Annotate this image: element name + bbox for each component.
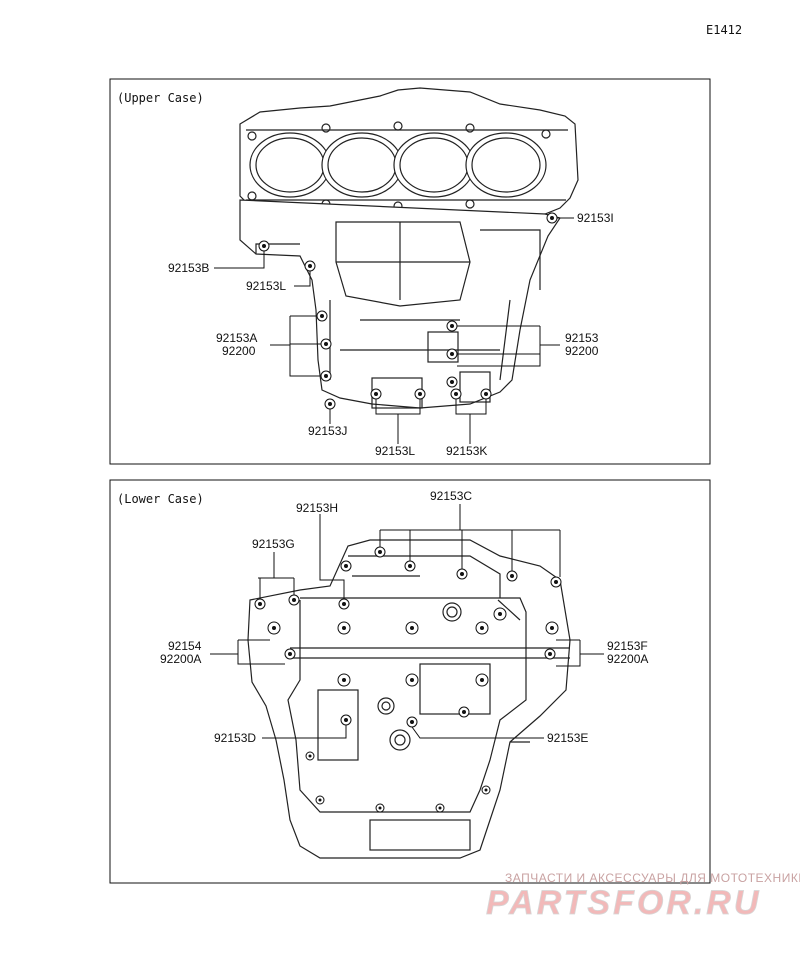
label-92153L-upper-left: 92153L xyxy=(246,279,286,293)
label-92153C: 92153C xyxy=(430,489,472,503)
watermark: ЗАПЧАСТИ И АКСЕССУАРЫ ДЛЯ МОТОТЕХНИКИ PA… xyxy=(486,871,800,922)
lower-leader-lines xyxy=(210,504,604,739)
label-92153L-upper-bottom: 92153L xyxy=(375,444,415,458)
label-92153F: 92153F xyxy=(607,639,648,653)
label-92200A-right: 92200A xyxy=(607,652,648,666)
label-92153H: 92153H xyxy=(296,501,338,515)
label-92153J: 92153J xyxy=(308,424,347,438)
label-92153G: 92153G xyxy=(252,537,295,551)
watermark-tagline: ЗАПЧАСТИ И АКСЕССУАРЫ ДЛЯ МОТОТЕХНИКИ xyxy=(505,871,800,885)
label-92153D: 92153D xyxy=(214,731,256,745)
label-92153B: 92153B xyxy=(168,261,209,275)
lower-case-frame xyxy=(109,479,711,884)
lower-case-title: (Lower Case) xyxy=(117,492,204,506)
watermark-brand: PARTSFOR.RU xyxy=(486,884,761,922)
label-92200-right: 92200 xyxy=(565,344,599,358)
upper-case-panel: (Upper Case) xyxy=(109,78,711,465)
label-92153A: 92153A xyxy=(216,331,257,345)
label-92200-left: 92200 xyxy=(222,344,256,358)
lower-crankcase-drawing xyxy=(247,539,571,859)
upper-leader-lines xyxy=(214,217,574,444)
label-92154: 92154 xyxy=(168,639,202,653)
diagram-code: E1412 xyxy=(706,23,742,37)
upper-case-frame xyxy=(109,78,711,465)
label-92153I: 92153I xyxy=(577,211,614,225)
upper-case-title: (Upper Case) xyxy=(117,91,204,105)
label-92153E: 92153E xyxy=(547,731,588,745)
upper-crankcase-drawing xyxy=(239,87,579,409)
upper-bolts xyxy=(258,212,558,410)
label-92153: 92153 xyxy=(565,331,599,345)
label-92153K: 92153K xyxy=(446,444,487,458)
label-92200A-left: 92200A xyxy=(160,652,201,666)
lower-case-panel: (Lower Case) xyxy=(109,479,711,884)
